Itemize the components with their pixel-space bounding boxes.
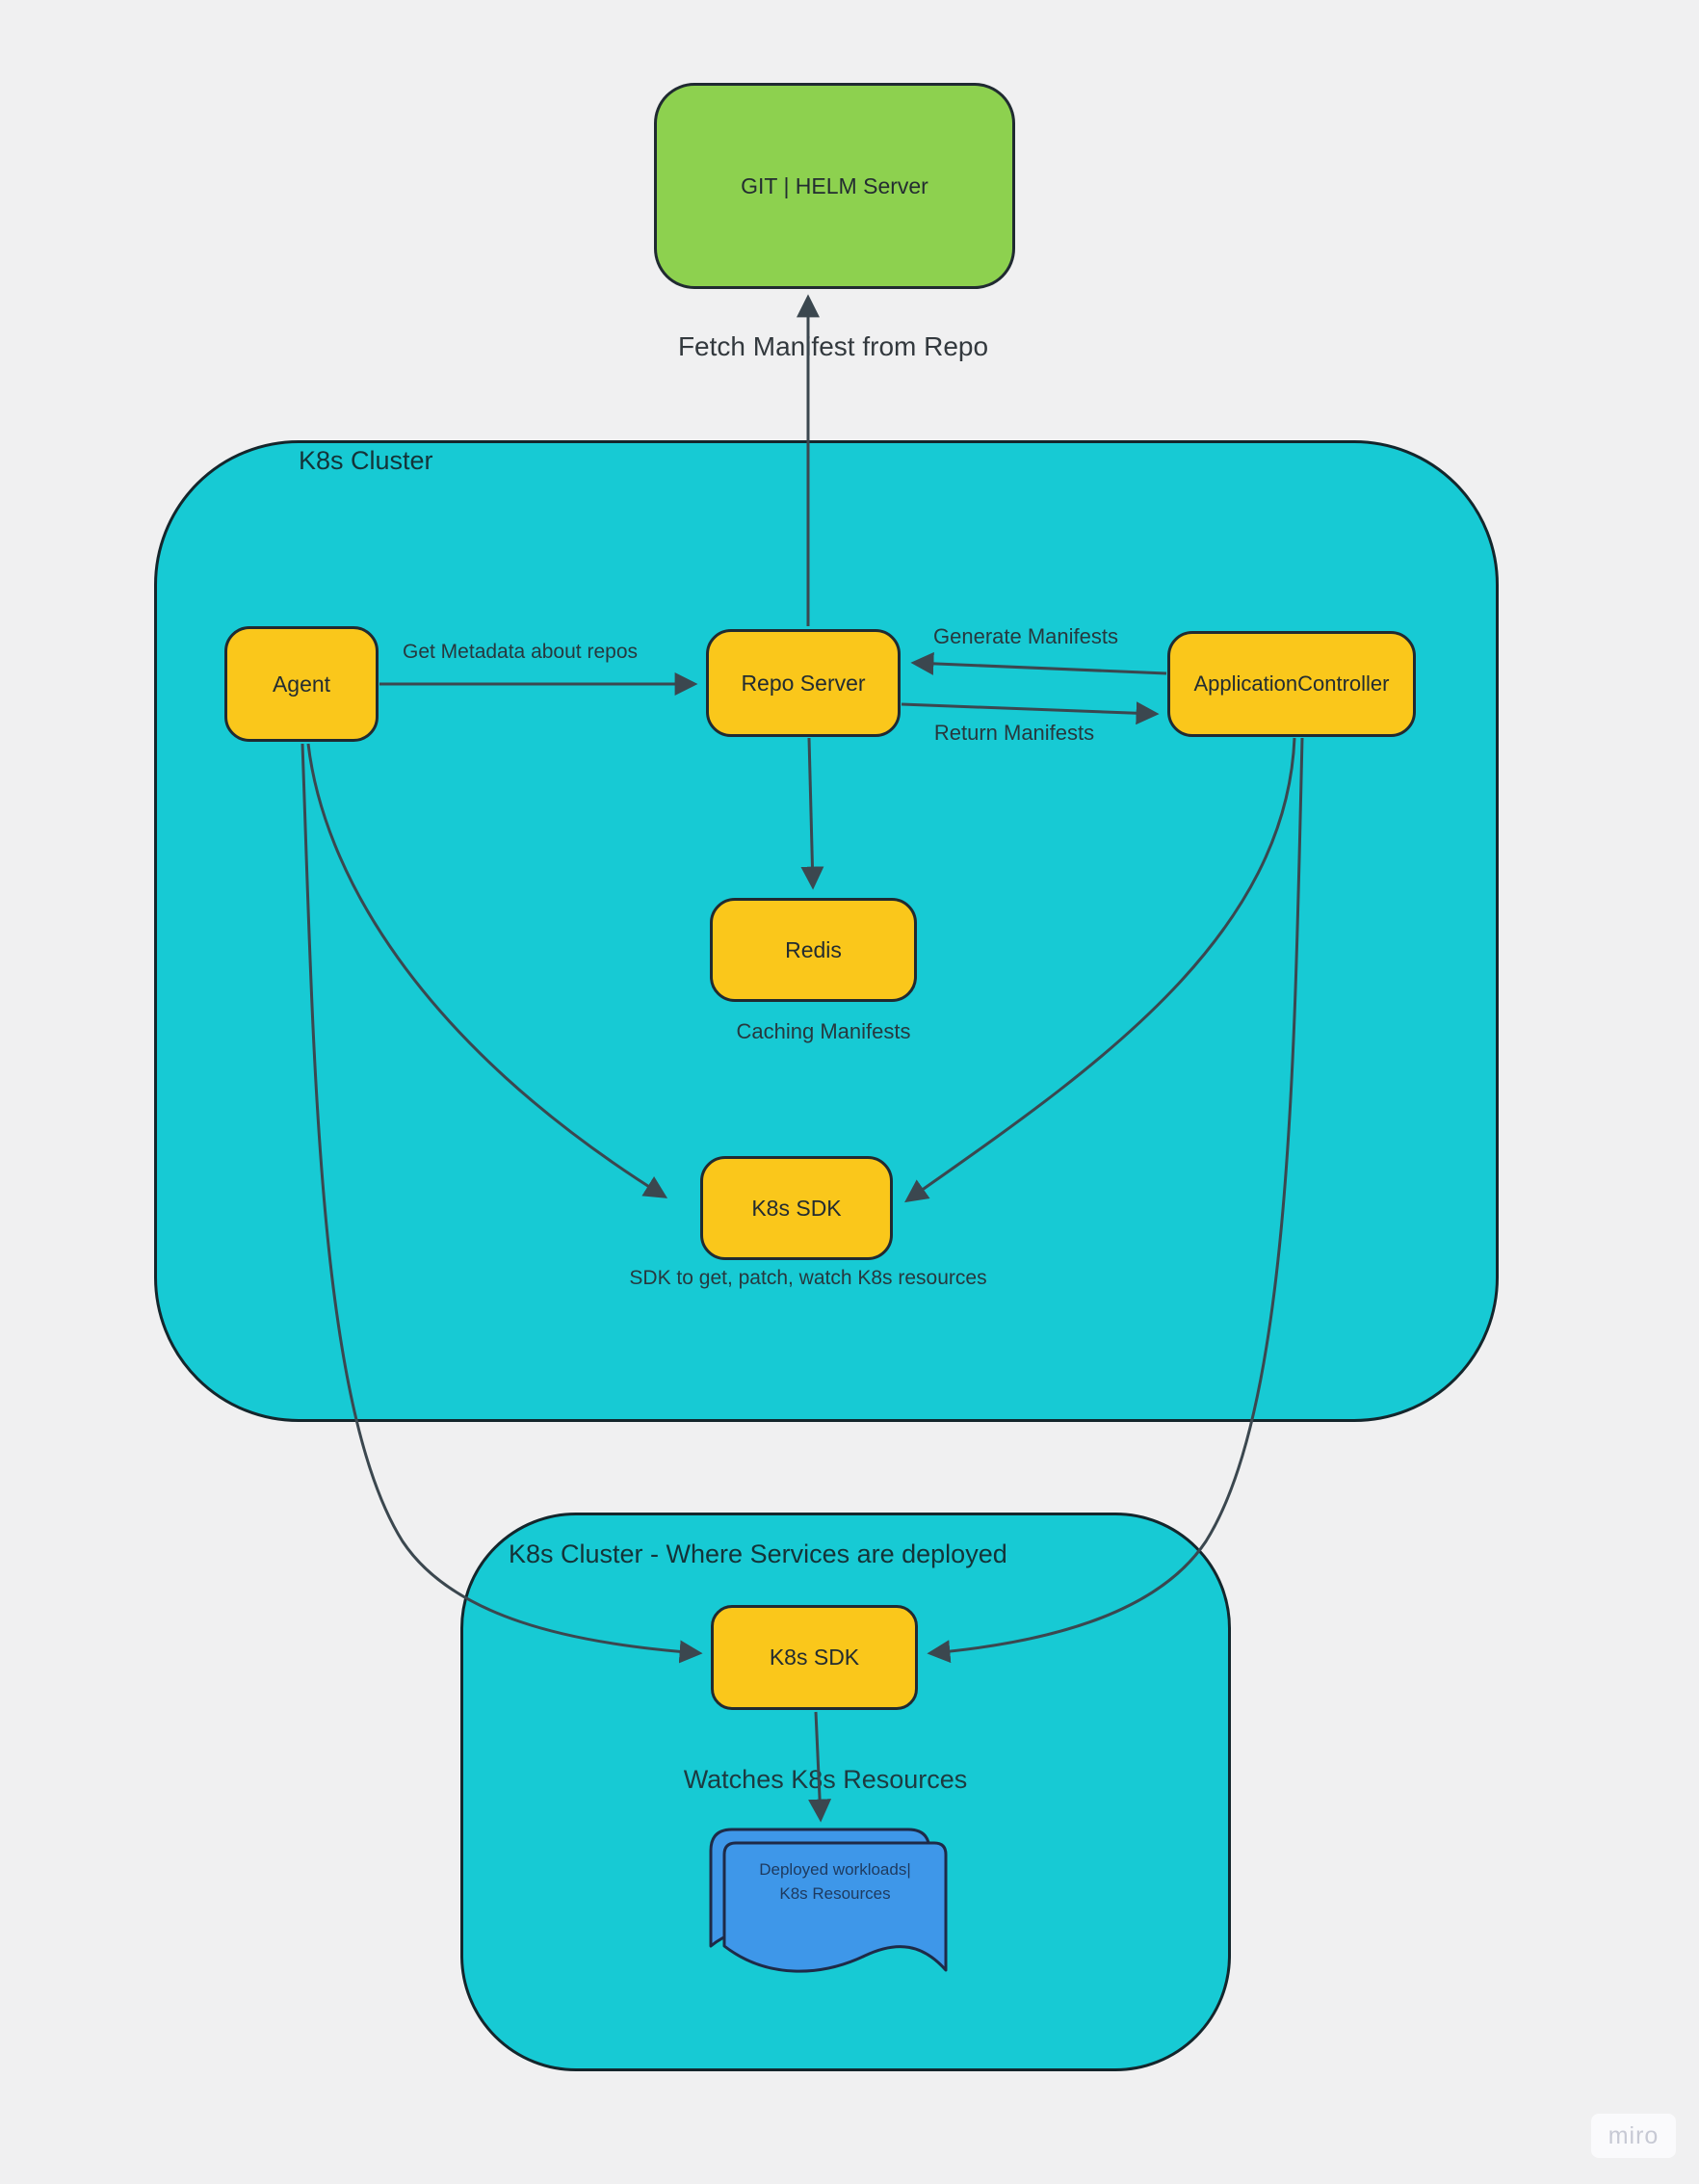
label-generate-manifests[interactable]: Generate Manifests	[933, 624, 1118, 648]
label-fetch-manifest[interactable]: Fetch Manifest from Repo	[677, 331, 989, 361]
node-agent[interactable]: Agent	[224, 626, 379, 742]
label-return-manifests[interactable]: Return Manifests	[933, 721, 1095, 745]
label-watches-resources[interactable]: Watches K8s Resources	[683, 1765, 968, 1794]
node-git-helm-server[interactable]: GIT | HELM Server	[654, 83, 1015, 289]
node-application-controller[interactable]: ApplicationController	[1167, 631, 1416, 737]
deployed-workloads-line2: K8s Resources	[779, 1884, 891, 1903]
node-git-helm-server-label: GIT | HELM Server	[741, 172, 928, 198]
cluster-deploy-title[interactable]: K8s Cluster - Where Services are deploye…	[509, 1539, 1007, 1568]
label-caching-manifests[interactable]: Caching Manifests	[736, 1019, 911, 1043]
miro-watermark: miro	[1591, 2114, 1676, 2158]
document-front-page[interactable]	[722, 1841, 948, 1973]
node-k8s-sdk-main[interactable]: K8s SDK	[700, 1156, 893, 1260]
node-redis-label: Redis	[785, 936, 842, 962]
node-application-controller-label: ApplicationController	[1193, 671, 1390, 696]
node-repo-server-label: Repo Server	[741, 670, 866, 696]
node-k8s-sdk-main-label: K8s SDK	[751, 1195, 842, 1221]
deployed-workloads-label[interactable]: Deployed workloads| K8s Resources	[724, 1857, 946, 1906]
label-sdk-description[interactable]: SDK to get, patch, watch K8s resources	[629, 1267, 987, 1289]
miro-watermark-text: miro	[1608, 2121, 1660, 2149]
node-redis[interactable]: Redis	[710, 898, 917, 1002]
node-k8s-sdk-deploy-label: K8s SDK	[769, 1645, 860, 1670]
node-k8s-sdk-deploy[interactable]: K8s SDK	[711, 1605, 918, 1710]
label-get-metadata[interactable]: Get Metadata about repos	[403, 641, 638, 663]
cluster-main-title[interactable]: K8s Cluster	[299, 446, 433, 475]
node-repo-server[interactable]: Repo Server	[706, 629, 901, 737]
deployed-workloads-line1: Deployed workloads|	[759, 1860, 911, 1879]
node-agent-label: Agent	[272, 671, 331, 697]
